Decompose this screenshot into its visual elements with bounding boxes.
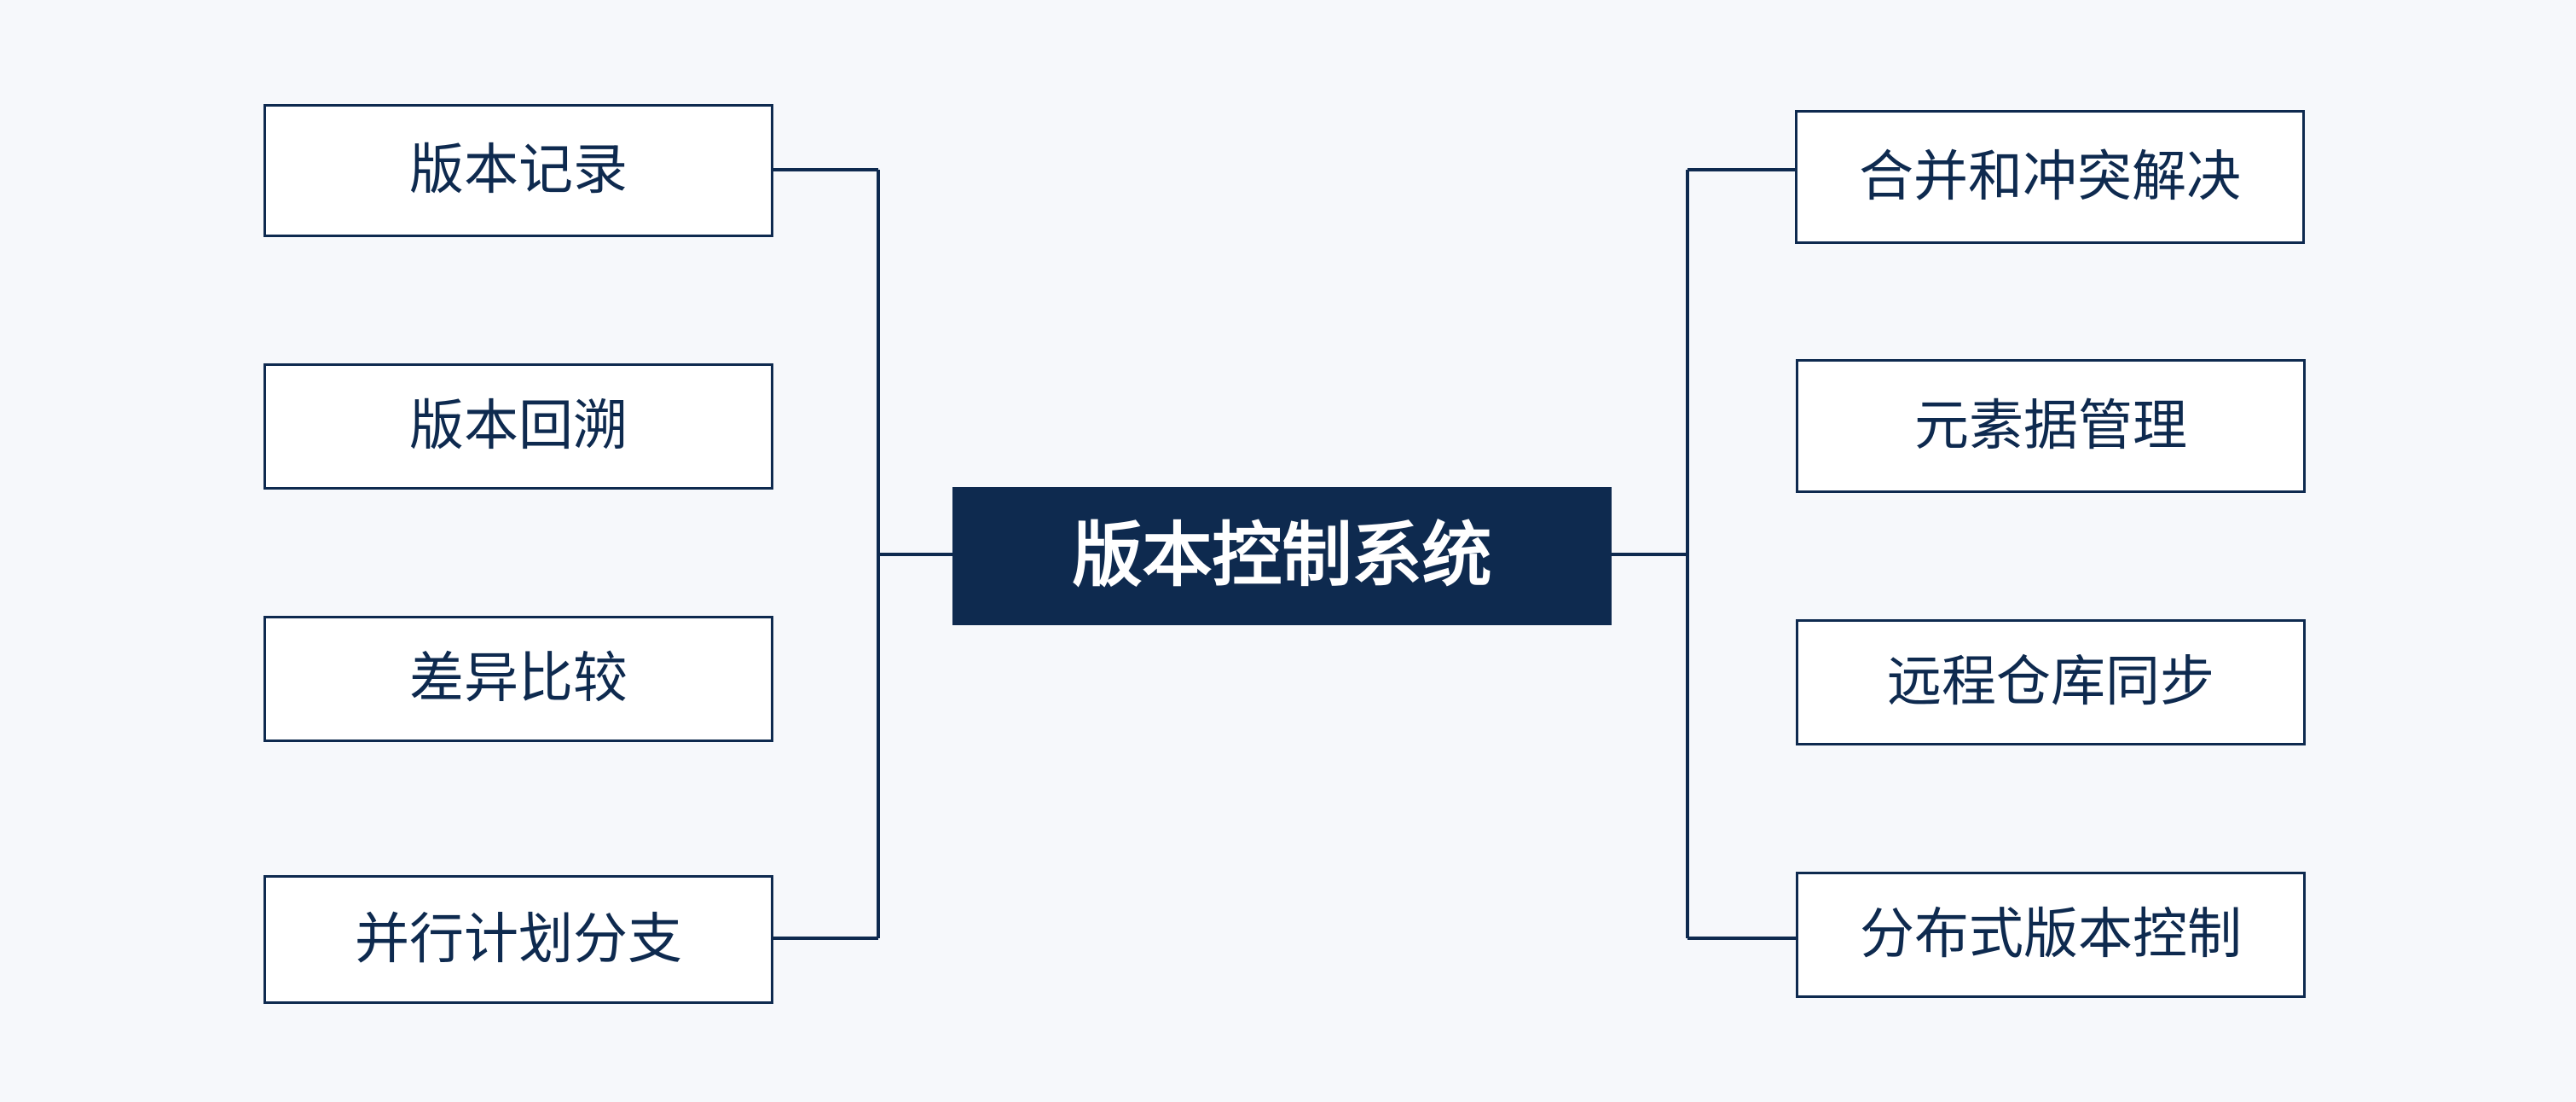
branch-label: 版本记录: [409, 139, 628, 202]
branch-node-parallel-branching: 并行计划分支: [263, 875, 773, 1004]
branch-label: 分布式版本控制: [1860, 903, 2242, 966]
branch-label: 元素据管理: [1914, 394, 2187, 458]
center-node: 版本控制系统: [952, 487, 1612, 625]
branch-node-diff-compare: 差异比较: [263, 616, 773, 742]
branch-node-version-rollback: 版本回溯: [263, 363, 773, 490]
branch-label: 版本回溯: [409, 395, 628, 458]
branch-node-version-history: 版本记录: [263, 104, 773, 237]
branch-label: 差异比较: [409, 647, 628, 710]
branch-node-distributed-vc: 分布式版本控制: [1796, 872, 2306, 998]
branch-node-remote-sync: 远程仓库同步: [1796, 619, 2306, 745]
branch-node-merge-conflict: 合并和冲突解决: [1795, 110, 2305, 244]
branch-node-metadata: 元素据管理: [1796, 359, 2306, 493]
center-node-label: 版本控制系统: [1072, 515, 1492, 596]
branch-label: 合并和冲突解决: [1859, 145, 2241, 209]
branch-label: 远程仓库同步: [1887, 651, 2214, 714]
branch-label: 并行计划分支: [355, 908, 682, 972]
